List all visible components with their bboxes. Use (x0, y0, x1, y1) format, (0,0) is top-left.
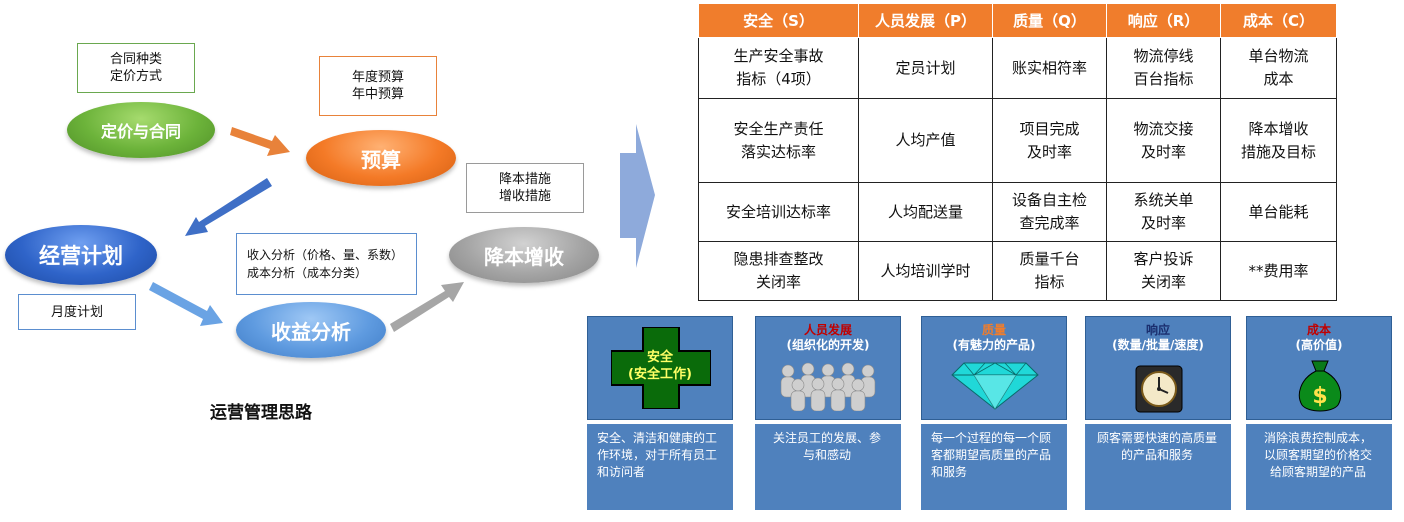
table-cell: 系统关单及时率 (1106, 182, 1221, 242)
table-cell: 单台物流成本 (1220, 37, 1337, 99)
table-cell: 物流停线百台指标 (1106, 37, 1221, 99)
card-safety: 安全 (安全工作) (587, 316, 733, 420)
card-desc-quality: 每一个过程的每一个顾客都期望高质量的产品和服务 (921, 424, 1067, 510)
table-header-row: 安全（S） 人员发展（P） 质量（Q） 响应（R） 成本（C） (698, 3, 1337, 38)
note-monthly: 月度计划 (18, 294, 136, 330)
cross-icon (611, 327, 711, 409)
table-cell: 定员计划 (858, 37, 993, 99)
table-row: 隐患排查整改关闭率 人均培训学时 质量千台指标 客户投诉关闭率 **费用率 (698, 241, 1337, 301)
card-desc-cost: 消除浪费控制成本，以顾客期望的价格交给顾客期望的产品 (1246, 424, 1392, 510)
table-cell: 物流交接及时率 (1106, 98, 1221, 183)
oval-cost-reduction: 降本增收 (449, 227, 599, 283)
table-cell: 安全培训达标率 (698, 182, 859, 242)
card-response: 响应 (数量/批量/速度) (1085, 316, 1231, 420)
table-header-cell: 质量（Q） (992, 3, 1107, 38)
table-cell: 人均产值 (858, 98, 993, 183)
table-header-cell: 成本（C） (1220, 3, 1337, 38)
arrow-plan-to-profit (149, 282, 223, 326)
table-cell: 账实相符率 (992, 37, 1107, 99)
flow-arrows (149, 124, 655, 332)
table-header-cell: 响应（R） (1106, 3, 1221, 38)
money-bag-icon: $ (1298, 360, 1342, 412)
table-header-cell: 安全（S） (698, 3, 859, 38)
card-cost: 成本 (高价值) $ (1246, 316, 1392, 420)
oval-business-plan: 经营计划 (5, 225, 157, 285)
table-cell: 项目完成及时率 (992, 98, 1107, 183)
table-cell: 质量千台指标 (992, 241, 1107, 301)
arrow-budget-to-plan (185, 178, 272, 236)
card-quality: 质量 (有魅力的产品) (921, 316, 1067, 420)
table-cell: 生产安全事故指标（4项） (698, 37, 859, 99)
table-row: 安全培训达标率 人均配送量 设备自主检查完成率 系统关单及时率 单台能耗 (698, 182, 1337, 242)
table-row: 安全生产责任落实达标率 人均产值 项目完成及时率 物流交接及时率 降本增收措施及… (698, 98, 1337, 183)
oval-budget: 预算 (306, 130, 456, 186)
table-cell: 人均培训学时 (858, 241, 993, 301)
table-row: 生产安全事故指标（4项） 定员计划 账实相符率 物流停线百台指标 单台物流成本 (698, 37, 1337, 99)
table-cell: **费用率 (1220, 241, 1337, 301)
diamond-icon (951, 362, 1039, 410)
note-analysis: 收入分析（价格、量、系数） 成本分析（成本分类） (236, 233, 417, 295)
arrow-pricing-to-budget (230, 127, 290, 156)
table-header-cell: 人员发展（P） (858, 3, 993, 38)
diagram-caption: 运营管理思路 (210, 403, 312, 423)
oval-profit-analysis: 收益分析 (236, 302, 386, 358)
card-people: 人员发展 (组织化的开发) (755, 316, 901, 420)
note-contract: 合同种类 定价方式 (77, 43, 195, 93)
table-cell: 客户投诉关闭率 (1106, 241, 1221, 301)
note-budget: 年度预算 年中预算 (319, 56, 437, 116)
table-cell: 单台能耗 (1220, 182, 1337, 242)
big-right-arrow (620, 124, 655, 268)
table-cell: 安全生产责任落实达标率 (698, 98, 859, 183)
card-desc-response: 顾客需要快速的高质量的产品和服务 (1085, 424, 1231, 510)
note-reduce: 降本措施 增收措施 (466, 163, 584, 213)
table-cell: 人均配送量 (858, 182, 993, 242)
card-desc-people: 关注员工的发展、参与和感动 (755, 424, 901, 510)
clock-icon (1135, 365, 1183, 413)
arrow-profit-to-reduce (390, 282, 464, 332)
table-cell: 降本增收措施及目标 (1220, 98, 1337, 183)
table-cell: 隐患排查整改关闭率 (698, 241, 859, 301)
kpi-table: 安全（S） 人员发展（P） 质量（Q） 响应（R） 成本（C） 生产安全事故指标… (698, 3, 1337, 301)
oval-pricing-contract: 定价与合同 (67, 102, 215, 158)
people-icon (780, 362, 876, 411)
table-cell: 设备自主检查完成率 (992, 182, 1107, 242)
card-desc-safety: 安全、清洁和健康的工作环境，对于所有员工和访问者 (587, 424, 733, 510)
dollar-glyph: $ (1312, 384, 1327, 409)
